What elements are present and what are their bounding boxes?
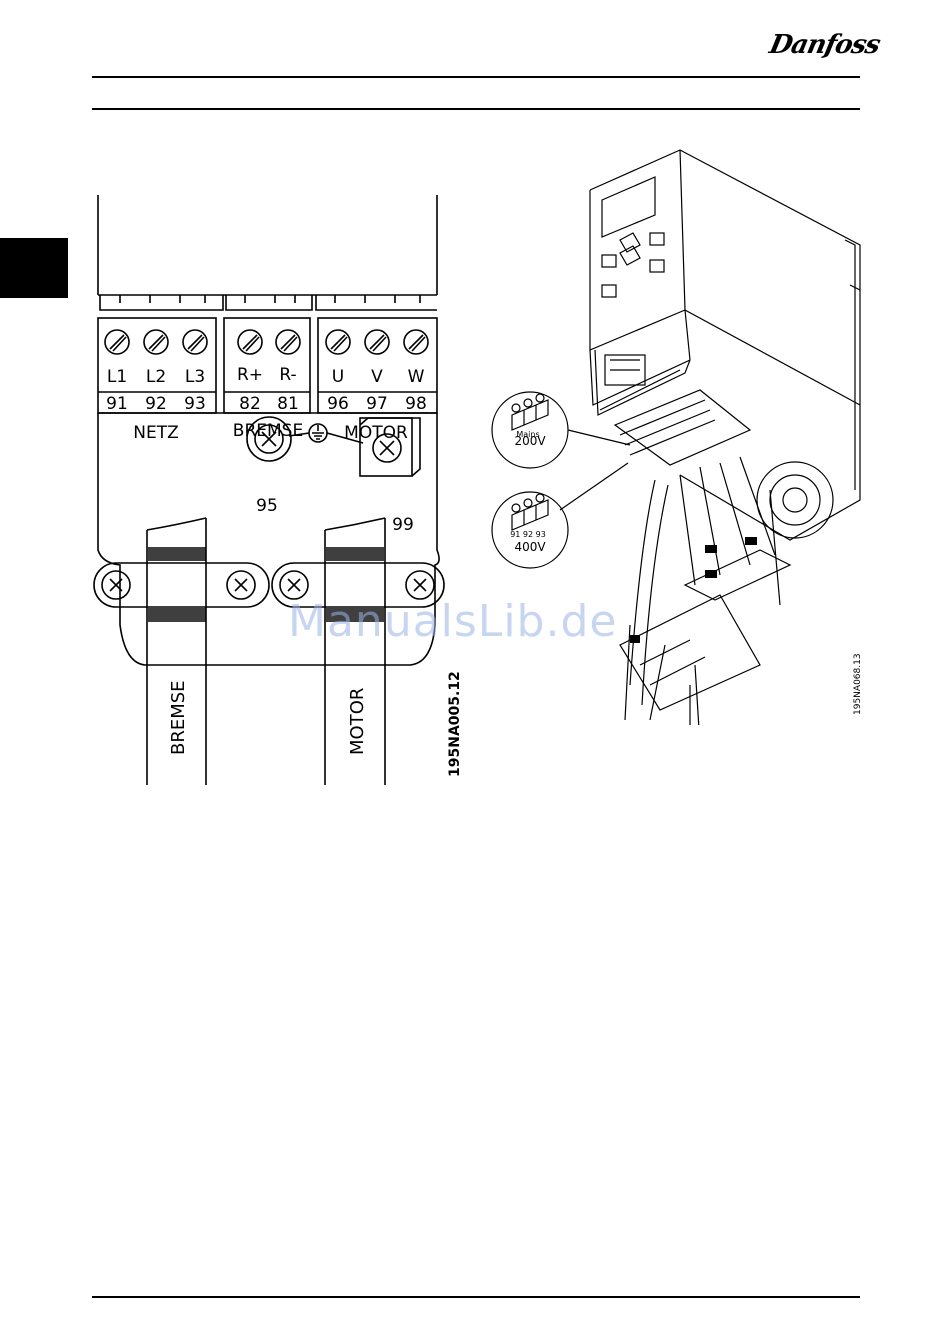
figure-code-right: 195NA068.13 — [853, 653, 863, 715]
ground-label-99: 99 — [392, 515, 414, 535]
terminal-number-92: 92 — [145, 394, 167, 414]
callout-voltage-400v: 400V — [514, 540, 546, 554]
chapter-tab — [0, 238, 68, 298]
terminal-screws — [105, 330, 428, 354]
terminal-label-r-minus: R- — [279, 365, 296, 385]
manualslib-watermark: ManualsLib.de — [288, 596, 617, 647]
terminal-label-v: V — [371, 367, 383, 387]
terminal-number-82: 82 — [239, 394, 261, 414]
terminal-label-u: U — [332, 367, 344, 387]
callout-text-400v: 91 92 93 — [510, 530, 546, 539]
danfoss-logo: Danfoss — [770, 30, 865, 74]
terminal-number-81: 81 — [277, 394, 299, 414]
terminal-number-91: 91 — [106, 394, 128, 414]
cable-label-motor: MOTOR — [347, 688, 368, 755]
figure-code-left: 195NA005.12 — [447, 671, 460, 777]
terminal-label-l1: L1 — [107, 367, 127, 387]
terminal-number-96: 96 — [327, 394, 349, 414]
group-label-netz: NETZ — [133, 423, 179, 443]
callout-voltage-200v: 200V — [514, 434, 546, 448]
terminal-number-98: 98 — [405, 394, 427, 414]
terminal-wiring-diagram: L1 L2 L3 R+ R- U V W 91 92 93 82 81 96 9… — [80, 185, 460, 785]
header-rule-bottom — [92, 108, 860, 110]
terminal-label-r-plus: R+ — [237, 365, 263, 385]
footer-rule — [92, 1296, 860, 1298]
terminal-number-93: 93 — [184, 394, 206, 414]
terminal-label-w: W — [408, 367, 425, 387]
terminal-label-l3: L3 — [185, 367, 205, 387]
header-rule-top — [92, 76, 860, 78]
terminal-label-l2: L2 — [146, 367, 166, 387]
group-label-motor: MOTOR — [344, 423, 408, 443]
terminal-number-97: 97 — [366, 394, 388, 414]
group-label-bremse: BREMSE — [233, 421, 303, 441]
ground-label-95: 95 — [256, 496, 278, 516]
cable-label-bremse: BREMSE — [168, 680, 189, 755]
